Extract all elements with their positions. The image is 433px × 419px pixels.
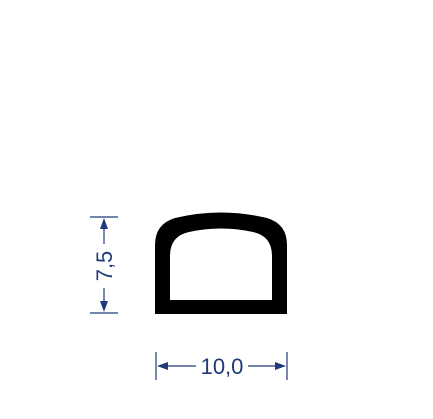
height-dimension [90, 216, 118, 314]
height-arrow-top [100, 218, 108, 229]
profile-cross-section [155, 212, 287, 314]
width-arrow-left [157, 362, 168, 370]
width-dimension [155, 352, 288, 380]
width-label: 10,0 [201, 354, 244, 379]
height-label: 7,5 [92, 251, 117, 282]
height-arrow-bottom [100, 301, 108, 312]
width-arrow-right [275, 362, 286, 370]
